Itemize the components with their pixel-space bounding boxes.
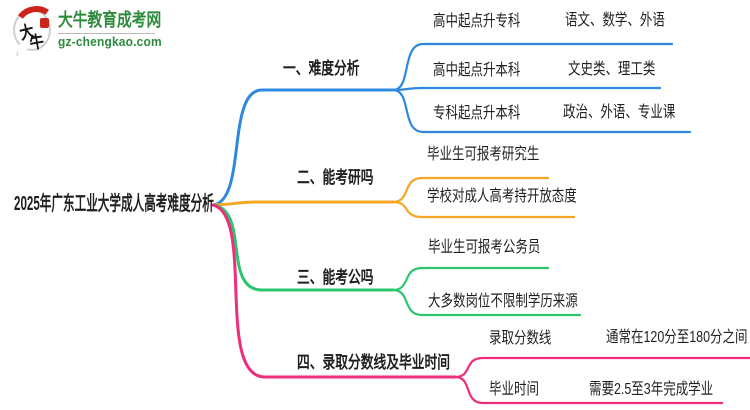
edge-branch1-child2	[391, 86, 662, 92]
edge-branch1-child3	[391, 88, 692, 134]
branch2-child1-label: 毕业生可报考研究生	[427, 146, 540, 163]
logo-text-block: 大牛教育成考网 gz-chengkao.com	[58, 10, 184, 50]
branch4-child1-label: 录取分数线	[489, 330, 552, 347]
branch1-child3-detail: 政治、外语、专业课	[563, 104, 676, 121]
edge-root-branch4	[211, 203, 457, 379]
logo-badge-icon: 大 牛	[10, 2, 62, 56]
branch3-child1-label: 毕业生可报考公务员	[428, 239, 541, 256]
branch2-child2-label: 学校对成人高考持开放态度	[427, 188, 577, 205]
branch2-lines	[211, 176, 576, 219]
branch1-label: 一、难度分析	[283, 59, 360, 78]
edge-root-branch1	[211, 88, 395, 207]
branch2-label: 二、能考研吗	[297, 168, 374, 187]
branch1-child3-label: 专科起点升本科	[433, 105, 521, 122]
branch3-label: 三、能考公吗	[297, 268, 374, 287]
branch4-child2-detail: 需要2.5至3年完成学业	[589, 381, 714, 398]
branch1-child2-detail: 文史类、理工类	[568, 61, 656, 78]
branch4-lines	[211, 203, 750, 405]
edge-branch4-child2	[453, 375, 724, 405]
branch1-child2-label: 高中起点升本科	[433, 62, 521, 79]
edge-branch1-child1	[391, 42, 674, 92]
site-logo: 大 牛 大牛教育成考网 gz-chengkao.com	[10, 2, 184, 56]
branch3-child2-label: 大多数岗位不限制学历来源	[428, 293, 578, 310]
logo-seal-icon	[40, 18, 49, 28]
branch4-child1-detail: 通常在120分至180分之间	[606, 329, 748, 346]
branch4-label: 四、录取分数线及毕业时间	[297, 353, 450, 372]
branch4-child2-label: 毕业时间	[489, 381, 539, 398]
edge-branch3-child1	[391, 266, 550, 292]
edge-branch2-child1	[391, 176, 550, 204]
edge-branch4-child1	[453, 356, 750, 379]
edge-branch2-child2	[391, 200, 576, 219]
site-domain: gz-chengkao.com	[58, 34, 162, 50]
branch1-child1-label: 高中起点升专科	[433, 13, 521, 30]
logo-separator	[58, 33, 155, 35]
branch1-lines	[211, 42, 692, 207]
edge-branch3-child2	[391, 288, 582, 317]
edge-root-branch3	[211, 203, 395, 292]
site-name: 大牛教育成考网	[58, 10, 162, 31]
edge-root-branch2	[211, 200, 395, 207]
root-node-label: 2025年广东工业大学成人高考难度分析	[14, 193, 214, 215]
branch3-lines	[211, 203, 582, 317]
branch1-child1-detail: 语文、数学、外语	[565, 12, 665, 29]
